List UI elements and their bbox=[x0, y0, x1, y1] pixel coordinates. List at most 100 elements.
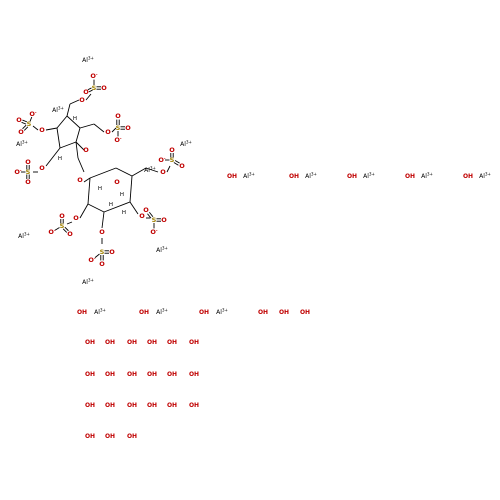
bond-line bbox=[85, 93, 92, 101]
oxygen-anion-label: O- bbox=[14, 168, 22, 177]
bond-line bbox=[115, 167, 133, 177]
oxygen-atom-label: O bbox=[16, 116, 22, 124]
hydroxide-ion-label: OH bbox=[258, 309, 268, 316]
bond-line bbox=[75, 141, 85, 151]
hydrogen-atom-label: H bbox=[109, 202, 113, 208]
bond-line bbox=[77, 157, 85, 173]
bond-line bbox=[89, 167, 117, 179]
bond-line bbox=[59, 141, 77, 149]
hydroxide-ion-label: OH bbox=[289, 173, 299, 180]
oxygen-atom-label: O bbox=[179, 162, 185, 170]
hydroxide-ion-label: OH bbox=[77, 309, 87, 316]
bond-line bbox=[87, 177, 91, 205]
oxygen-atom-label: O bbox=[77, 176, 83, 184]
oxygen-atom-label: O bbox=[139, 212, 145, 220]
oxygen-atom-label: O bbox=[25, 178, 31, 186]
hydroxide-ion-label: OH bbox=[139, 309, 149, 316]
aluminum-ion-label: Al3+ bbox=[479, 172, 491, 181]
double-bond-line bbox=[23, 126, 29, 131]
bond-line bbox=[83, 177, 91, 183]
oxygen-atom-label: O bbox=[105, 128, 111, 136]
double-bond-line bbox=[87, 87, 92, 91]
bond-line bbox=[56, 127, 61, 149]
aluminum-ion-label: Al3+ bbox=[180, 140, 192, 149]
oxygen-atom-label: O bbox=[25, 158, 31, 166]
hydroxide-ion-label: OH bbox=[127, 339, 137, 346]
bond-lines bbox=[21, 79, 180, 261]
aluminum-ion-label: Al3+ bbox=[421, 172, 433, 181]
hydroxide-ion-label: OH bbox=[167, 371, 177, 378]
aluminum-ion-label: Al3+ bbox=[94, 308, 106, 317]
bond-line bbox=[131, 167, 147, 177]
bond-line bbox=[94, 253, 100, 258]
bond-line bbox=[66, 115, 81, 129]
bond-line bbox=[75, 141, 79, 159]
bond-line bbox=[79, 123, 95, 129]
double-bond-line bbox=[174, 160, 180, 164]
aluminum-ion-label: Al3+ bbox=[144, 166, 156, 175]
aluminum-ion-label: Al3+ bbox=[52, 106, 64, 115]
oxygen-anion-label: O- bbox=[88, 256, 96, 265]
hydroxide-ion-label: OH bbox=[167, 402, 177, 409]
oxygen-anion-label: O- bbox=[114, 136, 122, 145]
aluminum-ion-label: Al3+ bbox=[16, 140, 28, 149]
hydroxide-ion-label: OH bbox=[167, 339, 177, 346]
hydroxide-ion-label: OH bbox=[463, 173, 473, 180]
sulfur-atom-label: S bbox=[60, 222, 65, 230]
double-bond-line bbox=[22, 119, 28, 123]
sulfur-atom-label: S bbox=[27, 120, 32, 128]
bond-line bbox=[101, 211, 105, 229]
oxygen-atom-label: O bbox=[18, 128, 24, 136]
hydroxide-ion-label: OH bbox=[105, 433, 115, 440]
hydroxide-ion-label: OH bbox=[105, 339, 115, 346]
hydrogen-atom-label: H bbox=[73, 116, 77, 122]
oxygen-atom-label: O bbox=[169, 146, 175, 154]
double-bond-line bbox=[147, 213, 152, 219]
oxygen-atom-label: O bbox=[59, 212, 65, 220]
oxygen-atom-label: O bbox=[83, 88, 89, 96]
aluminum-ion-label: Al3+ bbox=[216, 308, 228, 317]
oxygen-atom-label: O bbox=[125, 124, 131, 132]
bond-line bbox=[145, 167, 159, 173]
hydroxide-ion-label: OH bbox=[189, 339, 199, 346]
hydroxide-ion-label: OH bbox=[147, 402, 157, 409]
bond-line bbox=[111, 127, 117, 133]
oxygen-atom-label: O bbox=[161, 216, 167, 224]
double-bond-line bbox=[62, 228, 68, 233]
bond-line bbox=[45, 147, 61, 167]
oxygen-anion-label: O- bbox=[29, 110, 37, 119]
aluminum-ion-label: Al3+ bbox=[82, 56, 94, 65]
double-bond-line bbox=[173, 162, 179, 166]
bond-line bbox=[75, 127, 81, 143]
hydroxide-ion-label: OH bbox=[227, 173, 237, 180]
oxygen-atom-label: O bbox=[67, 230, 73, 238]
aluminum-ion-label: Al3+ bbox=[363, 172, 375, 181]
hydrogen-atom-label: H bbox=[58, 156, 62, 162]
bond-line bbox=[69, 99, 80, 105]
bond-line bbox=[129, 201, 139, 215]
sulfur-atom-label: S bbox=[100, 248, 105, 256]
hydroxide-ion-label: OH bbox=[105, 371, 115, 378]
oxygen-atom-label: O bbox=[99, 228, 105, 236]
hydroxide-ion-label: OH bbox=[300, 309, 310, 316]
bond-line bbox=[54, 227, 60, 231]
sulfur-atom-label: S bbox=[92, 84, 97, 92]
bond-line bbox=[29, 116, 33, 122]
bond-line bbox=[32, 125, 39, 131]
sulfur-atom-label: S bbox=[116, 124, 121, 132]
aluminum-ion-label: Al3+ bbox=[243, 172, 255, 181]
double-bond-line bbox=[88, 89, 93, 93]
aluminum-ion-label: Al3+ bbox=[18, 232, 30, 241]
double-bond-line bbox=[21, 121, 27, 125]
hydroxide-ion-label: OH bbox=[405, 173, 415, 180]
bond-line bbox=[79, 203, 89, 219]
aluminum-ion-label: Al3+ bbox=[82, 278, 94, 287]
sulfur-atom-label: S bbox=[152, 216, 157, 224]
bond-line bbox=[129, 175, 133, 203]
oxygen-atom-label: O bbox=[114, 178, 120, 186]
oxygen-atom-label: O bbox=[115, 112, 121, 120]
bond-line bbox=[56, 115, 68, 129]
aluminum-ion-label: Al3+ bbox=[156, 308, 168, 317]
